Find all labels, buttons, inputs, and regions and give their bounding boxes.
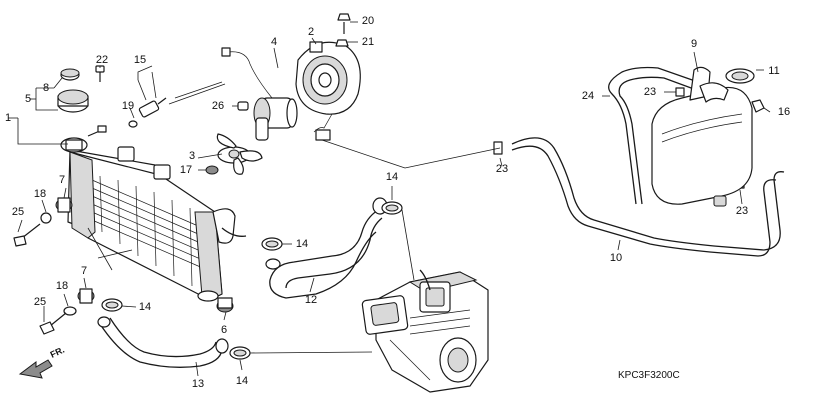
callout-21: 21	[362, 36, 374, 48]
hose-24	[608, 66, 703, 205]
callout-7-lower: 7	[81, 265, 87, 277]
front-direction-label: FR.	[49, 345, 66, 360]
engine	[361, 269, 489, 393]
callout-19: 19	[122, 100, 134, 112]
radiator-cap	[57, 68, 89, 113]
hose-12	[265, 197, 388, 299]
callout-25-upper: 25	[12, 206, 24, 218]
callout-labels: 1 2 3 4 5 6 7 7 8 9 10 11 12 13 14 14 14…	[5, 15, 790, 390]
callout-13: 13	[192, 378, 204, 390]
callout-14-bottom: 14	[236, 375, 248, 387]
radiator	[60, 137, 247, 302]
clamps-14-hoses	[229, 201, 403, 360]
callout-22: 22	[96, 54, 108, 66]
mount-rubber-6	[216, 297, 234, 313]
callout-23-tank-top: 23	[644, 86, 656, 98]
callout-3: 3	[189, 150, 195, 162]
fan-blade	[216, 133, 263, 175]
callout-18-upper: 18	[34, 188, 46, 200]
callout-23-hose: 23	[496, 163, 508, 175]
callout-15: 15	[134, 54, 146, 66]
callout-14-hose12-top: 14	[386, 171, 398, 183]
bolt-20	[337, 13, 351, 34]
callout-17: 17	[180, 164, 192, 176]
callout-8: 8	[43, 82, 49, 94]
nut-21	[335, 39, 349, 47]
callout-12: 12	[305, 294, 317, 306]
callout-20: 20	[362, 15, 374, 27]
callout-10: 10	[610, 252, 622, 264]
callout-9: 9	[691, 38, 697, 50]
fan-shroud	[295, 41, 361, 141]
callout-6: 6	[221, 324, 227, 336]
callout-18-lower: 18	[56, 280, 68, 292]
callout-14-mid: 14	[296, 238, 308, 250]
hose-10	[511, 137, 785, 257]
callout-16: 16	[778, 106, 790, 118]
diagram-code: KPC3F3200C	[618, 370, 680, 381]
hose-13	[97, 316, 229, 368]
clamp-14-lower-left	[101, 298, 123, 312]
fan-motor	[221, 47, 298, 141]
callout-4: 4	[271, 36, 277, 48]
callout-26: 26	[212, 100, 224, 112]
nut-17	[205, 165, 219, 175]
mount-lower	[39, 288, 95, 335]
bolt-radiator-top	[87, 125, 107, 137]
thermo-switch	[128, 81, 226, 128]
screw-22	[95, 65, 105, 82]
clip-26	[237, 101, 249, 111]
callout-25-lower: 25	[34, 296, 46, 308]
callout-5: 5	[25, 93, 31, 105]
callout-14-lower-left: 14	[139, 301, 151, 313]
callout-24: 24	[582, 90, 594, 102]
leader-lines	[8, 21, 771, 377]
callout-23-tank-bottom: 23	[736, 205, 748, 217]
callout-11: 11	[768, 65, 779, 77]
front-direction-arrow: FR.	[18, 345, 66, 379]
mount-upper	[13, 197, 73, 247]
callout-2: 2	[308, 26, 314, 38]
callout-7-upper: 7	[59, 174, 65, 186]
reserve-tank	[651, 66, 765, 207]
callout-1: 1	[5, 112, 11, 124]
